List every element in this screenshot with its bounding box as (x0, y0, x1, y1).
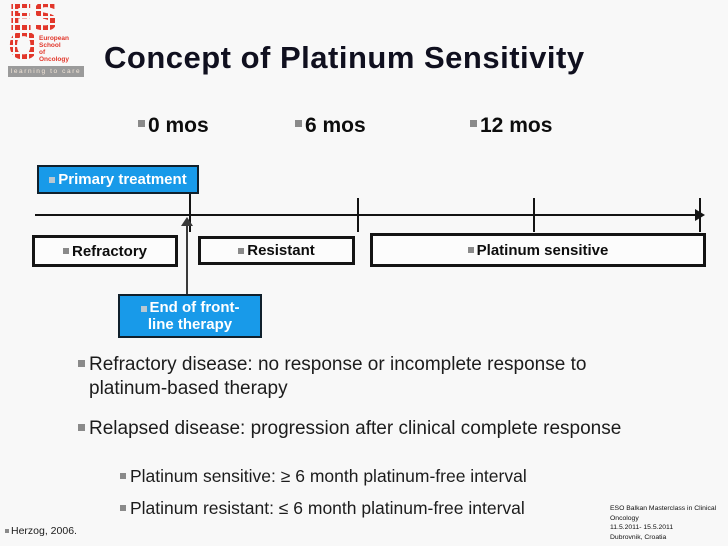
bullet-square-icon (62, 248, 69, 254)
logo-tagline: learning to care (8, 66, 84, 77)
logo-org-line: European (39, 35, 69, 42)
bullet-square-icon (5, 529, 9, 533)
logo-org-line: School (39, 42, 61, 49)
bullet-square-icon (120, 505, 126, 511)
milestone-12mos: 12 mos (470, 114, 552, 138)
bullet-square-icon (138, 120, 145, 127)
bullet-square-icon (295, 120, 302, 127)
timeline-tick (189, 194, 191, 232)
event-info-line: ESO Balkan Masterclass in Clinical (610, 505, 717, 512)
primary-treatment-label: Primary treatment (58, 171, 187, 188)
bullet-square-icon (467, 247, 474, 253)
phase-label: Refractory (71, 242, 148, 260)
event-info-line: Dubrovnik, Croatia (610, 533, 667, 541)
logo-org-line: of (39, 49, 46, 56)
phase-box-refractory: Refractory (32, 235, 178, 267)
logo-org-name: European School of Oncology (36, 33, 69, 63)
eso-logo: ES O European School of Oncology learnin… (8, 4, 84, 77)
definition-relapsed: Relapsed disease: progression after clin… (78, 417, 638, 441)
end-front-line-label-line1: End of front- (149, 299, 240, 316)
timeline-tick (533, 198, 535, 232)
timeline-tick (699, 198, 701, 232)
milestone-0mos: 0 mos (138, 114, 209, 138)
milestone-label: 0 mos (148, 114, 209, 137)
timeline-axis (35, 214, 699, 216)
event-info: ESO Balkan Masterclass in Clinical Oncol… (610, 504, 725, 542)
event-info-line: Oncology (610, 514, 639, 522)
phase-box-platinum-sensitive: Platinum sensitive (370, 233, 706, 267)
bullet-square-icon (140, 306, 147, 312)
milestone-6mos: 6 mos (295, 114, 366, 138)
phase-box-resistant: Resistant (198, 236, 355, 265)
logo-grid-overlay (8, 4, 64, 33)
definition-refractory: Refractory disease: no response or incom… (78, 353, 638, 400)
bullet-square-icon (78, 424, 85, 431)
citation: Herzog, 2006. (5, 525, 77, 537)
logo-org-line: Oncology (39, 56, 69, 63)
citation-text: Herzog, 2006. (11, 525, 77, 537)
eso-logo-letter-o: O (8, 33, 36, 63)
primary-treatment-box: Primary treatment (37, 165, 199, 194)
bullet-square-icon (238, 247, 245, 254)
definition-platinum-resistant: Platinum resistant: ≤ 6 month platinum-f… (120, 498, 610, 519)
bullet-square-icon (120, 473, 126, 479)
bullet-square-icon (49, 176, 56, 183)
event-info-line: 11.5.2011- 15.5.2011 (610, 524, 674, 531)
phase-label: Platinum sensitive (476, 241, 609, 259)
definition-text: Refractory disease: no response or incom… (89, 354, 587, 399)
definition-text: Platinum sensitive: ≥ 6 month platinum-f… (130, 466, 527, 486)
slide-title: Concept of Platinum Sensitivity (104, 40, 585, 75)
milestone-label: 6 mos (305, 114, 366, 137)
end-front-line-label-line2: line therapy (147, 316, 233, 333)
up-arrowhead-icon (181, 217, 193, 226)
definition-text: Relapsed disease: progression after clin… (89, 418, 622, 439)
milestone-label: 12 mos (480, 114, 553, 137)
eso-logo-letters-top: ES (8, 4, 64, 33)
logo-grid-overlay (8, 33, 36, 63)
up-arrow-line (186, 224, 188, 294)
definition-text: Platinum resistant: ≤ 6 month platinum-f… (130, 498, 525, 518)
timeline-tick (357, 198, 359, 232)
phase-label: Resistant (247, 242, 315, 259)
bullet-square-icon (78, 360, 85, 367)
end-front-line-box: End of front- line therapy (118, 294, 262, 338)
definition-platinum-sensitive: Platinum sensitive: ≥ 6 month platinum-f… (120, 466, 610, 487)
bullet-square-icon (470, 120, 477, 127)
